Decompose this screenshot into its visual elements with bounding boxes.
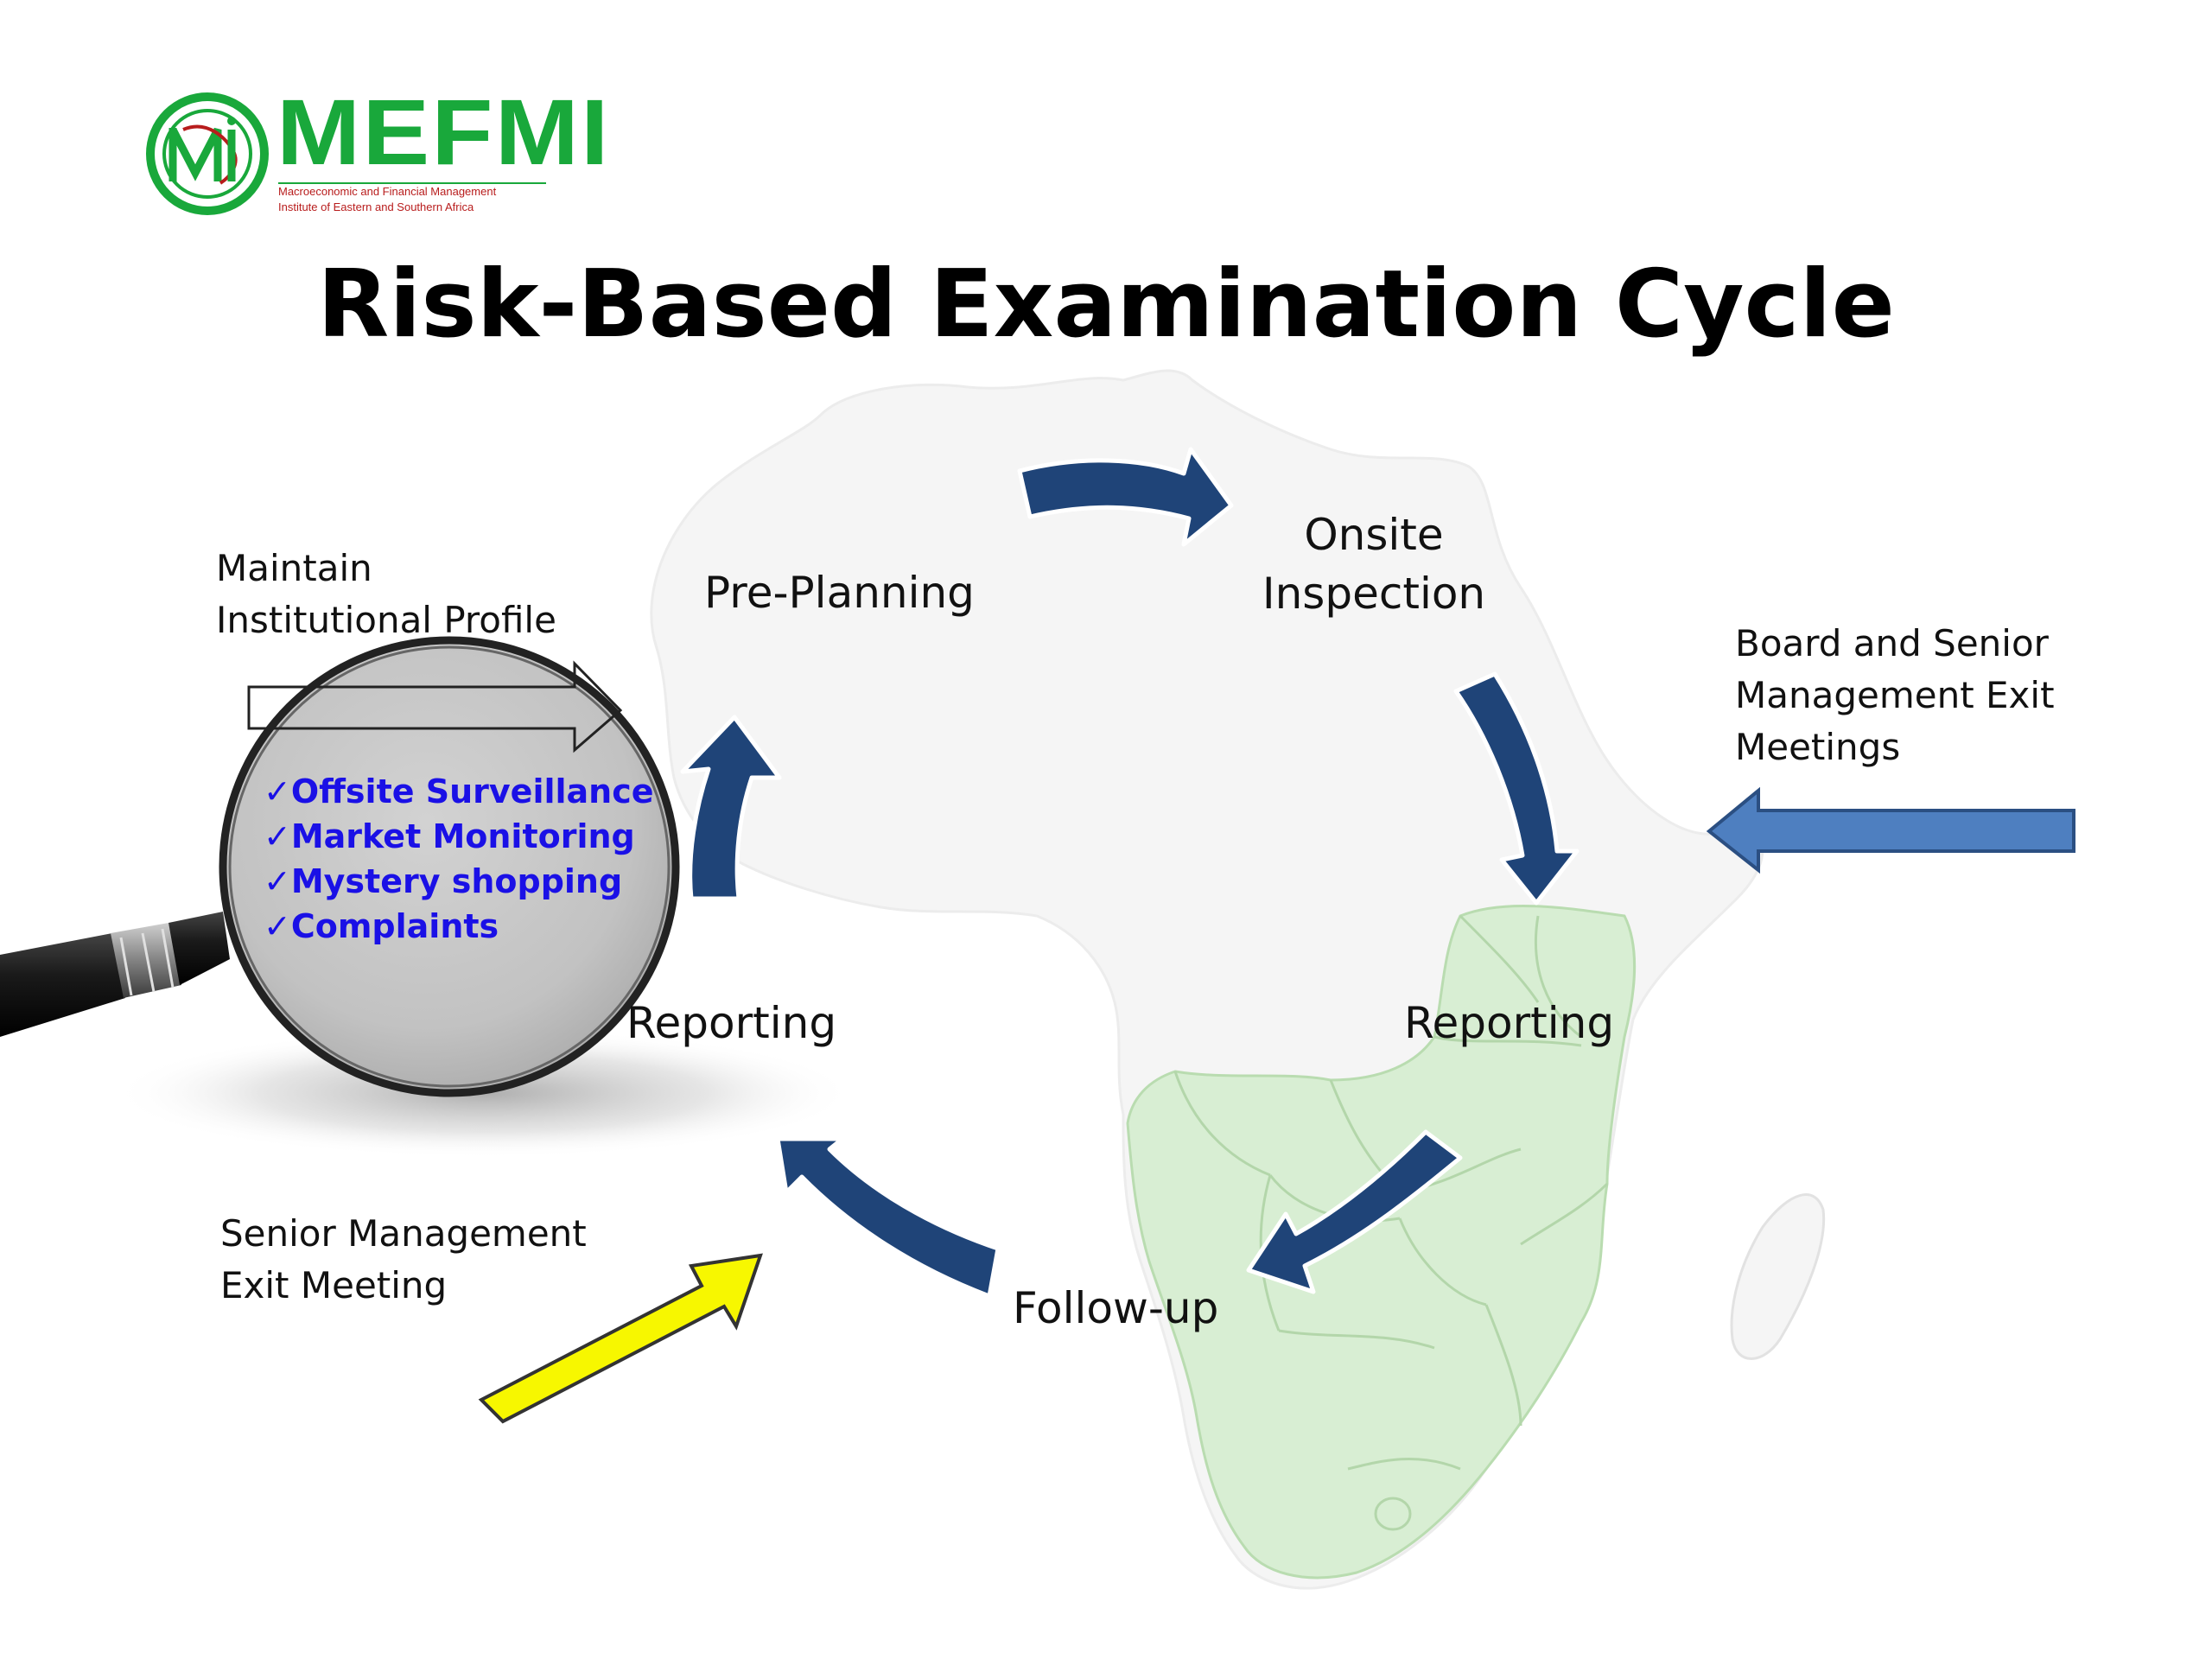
stage-reporting-right: Reporting [1404, 998, 1615, 1048]
cycle-arrows [680, 447, 1580, 1299]
stage-reporting-left: Reporting [626, 998, 837, 1048]
africa-map [650, 369, 1826, 1590]
magnifier-lens [219, 636, 680, 1097]
senior-meeting-arrow [478, 1253, 763, 1424]
check-icon: ✓ [264, 907, 291, 945]
check-item-complaints: ✓Complaints [264, 907, 499, 945]
magnifier-check-list: ✓Offsite Surveillance ✓Market Monitoring… [264, 769, 654, 949]
maintain-profile-arrow [247, 660, 623, 753]
magnifier-handle [0, 912, 230, 1037]
arrow-preplanning-to-onsite [1017, 447, 1234, 547]
slide-title: Risk-Based Examination Cycle [317, 251, 1895, 359]
lesotho-shape [1374, 1497, 1412, 1531]
logo-subtitle-line-2: Institute of Eastern and Southern Africa [278, 200, 474, 213]
note-board-line-1: Board and Senior [1735, 622, 2049, 664]
note-senior-meeting: Senior Management Exit Meeting [220, 1208, 587, 1312]
stage-onsite-line-1: Onsite [1304, 510, 1444, 560]
arrow-followup-to-reporting [775, 1136, 1001, 1299]
note-board-line-3: Meetings [1735, 726, 1901, 768]
stage-pre-planning: Pre-Planning [704, 568, 975, 618]
note-maintain-profile: Maintain Institutional Profile [216, 543, 556, 646]
check-item-market: ✓Market Monitoring [264, 817, 635, 855]
stage-onsite-inspection: Onsite Inspection [1244, 505, 1503, 623]
arrow-reporting-to-preplanning [680, 715, 782, 901]
check-icon: ✓ [264, 817, 291, 855]
mefmi-logo-emblem [146, 92, 269, 215]
stage-onsite-line-2: Inspection [1262, 569, 1486, 619]
note-maintain-line-2: Institutional Profile [216, 599, 556, 641]
madagascar-shape [1730, 1193, 1826, 1360]
check-icon: ✓ [264, 772, 291, 810]
note-maintain-line-1: Maintain [216, 547, 372, 589]
mefmi-logo-wordmark: MEFMI [276, 79, 611, 184]
board-meetings-arrow [1706, 786, 2075, 874]
member-states-region [1126, 904, 1636, 1580]
note-board-line-2: Management Exit [1735, 674, 2055, 716]
note-board-meetings: Board and Senior Management Exit Meeting… [1735, 618, 2055, 773]
note-senior-line-1: Senior Management [220, 1212, 587, 1255]
stage-follow-up: Follow-up [1013, 1283, 1219, 1333]
check-item-offsite: ✓Offsite Surveillance [264, 772, 654, 810]
logo-subtitle-line-1: Macroeconomic and Financial Management [278, 185, 497, 198]
check-item-mystery: ✓Mystery shopping [264, 862, 623, 900]
check-icon: ✓ [264, 862, 291, 900]
arrow-reporting-to-followup [1246, 1129, 1463, 1294]
note-senior-line-2: Exit Meeting [220, 1264, 448, 1306]
arrow-onsite-to-reporting [1453, 671, 1580, 906]
